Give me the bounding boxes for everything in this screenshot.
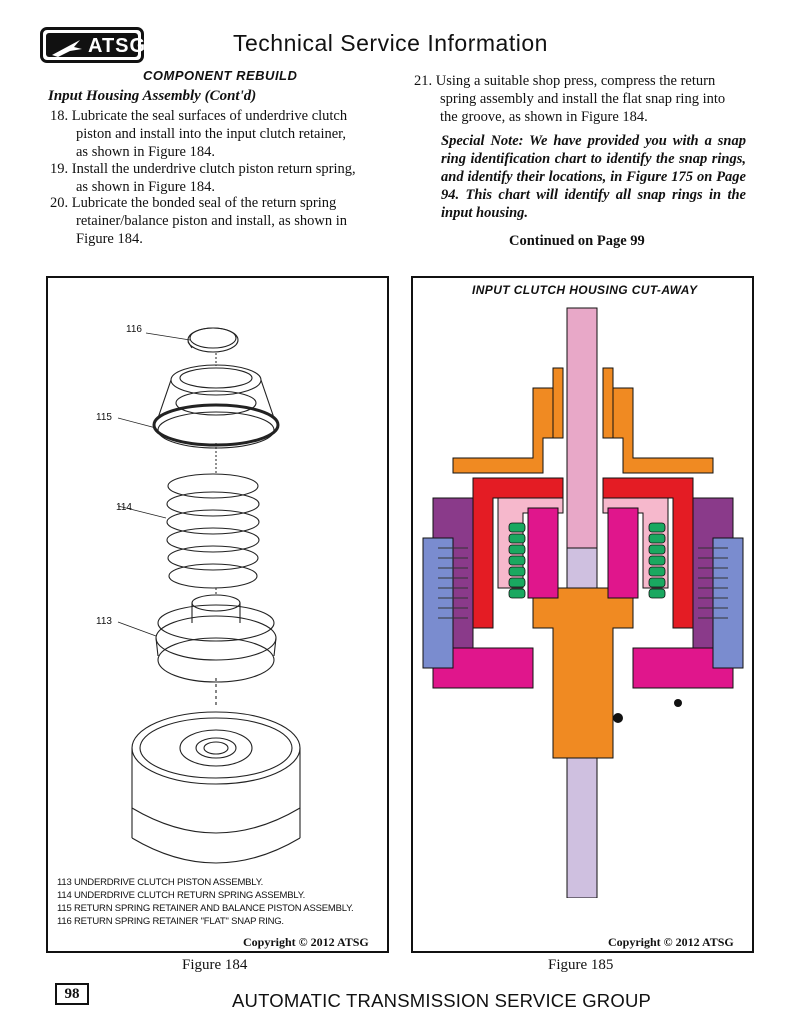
step-19: 19. Install the underdrive clutch piston… bbox=[50, 161, 356, 195]
special-note: Special Note: We have provided you with … bbox=[441, 133, 746, 221]
continued-note: Continued on Page 99 bbox=[509, 233, 645, 249]
legend-item-115: 115 RETURN SPRING RETAINER AND BALANCE P… bbox=[57, 903, 354, 914]
cutaway-illustration bbox=[422, 307, 744, 898]
section-heading: COMPONENT REBUILD bbox=[143, 68, 298, 83]
return-spring-coil bbox=[648, 533, 666, 544]
step-number: 19. bbox=[50, 161, 69, 177]
legend-item-116: 116 RETURN SPRING RETAINER "FLAT" SNAP R… bbox=[57, 916, 284, 927]
footer-text: AUTOMATIC TRANSMISSION SERVICE GROUP bbox=[232, 990, 652, 1011]
callout-113: 113 bbox=[96, 616, 112, 627]
return-spring-coil bbox=[508, 555, 526, 566]
return-spring-coil bbox=[648, 522, 666, 533]
return-spring-coil bbox=[508, 544, 526, 555]
step-20: 20. Lubricate the bonded seal of the ret… bbox=[50, 195, 347, 247]
callout-116: 116 bbox=[126, 324, 142, 335]
figure-184-copyright: Copyright © 2012 ATSG bbox=[243, 935, 369, 949]
exploded-view-illustration bbox=[117, 327, 301, 864]
legend-item-113: 113 UNDERDRIVE CLUTCH PISTON ASSEMBLY. bbox=[57, 877, 264, 888]
return-spring-coil bbox=[508, 588, 526, 599]
return-spring-coil bbox=[648, 577, 666, 588]
page-title: Technical Service Information bbox=[233, 30, 548, 56]
atsg-logo: ATSG bbox=[40, 27, 147, 63]
return-spring-coil bbox=[648, 588, 666, 599]
subheading: Input Housing Assembly (Cont'd) bbox=[48, 88, 257, 104]
callout-114: 114 bbox=[116, 502, 132, 513]
plane-icon bbox=[52, 40, 82, 57]
figure-184-frame bbox=[46, 276, 389, 953]
step-21: 21. Using a suitable shop press, compres… bbox=[414, 73, 726, 125]
figure-185-title: INPUT CLUTCH HOUSING CUT-AWAY bbox=[472, 283, 698, 297]
return-spring-coil bbox=[648, 555, 666, 566]
callout-115: 115 bbox=[96, 412, 112, 423]
figure-185-copyright: Copyright © 2012 ATSG bbox=[608, 935, 734, 949]
return-spring-coil bbox=[508, 577, 526, 588]
return-spring-coil bbox=[508, 522, 526, 533]
step-18: 18. Lubricate the seal surfaces of under… bbox=[50, 108, 348, 160]
figure-184-caption: Figure 184 bbox=[182, 957, 248, 973]
return-spring-coil bbox=[648, 544, 666, 555]
return-spring-coil bbox=[648, 566, 666, 577]
step-number: 21. bbox=[414, 73, 433, 89]
figure-185-caption: Figure 185 bbox=[548, 957, 614, 973]
return-spring-coil bbox=[508, 566, 526, 577]
step-number: 18. bbox=[50, 108, 69, 124]
legend-item-114: 114 UNDERDRIVE CLUTCH RETURN SPRING ASSE… bbox=[57, 890, 306, 901]
return-spring-coil bbox=[508, 533, 526, 544]
step-number: 20. bbox=[50, 195, 69, 211]
page-number: 98 bbox=[55, 983, 89, 1005]
logo-text: ATSG bbox=[88, 35, 147, 57]
